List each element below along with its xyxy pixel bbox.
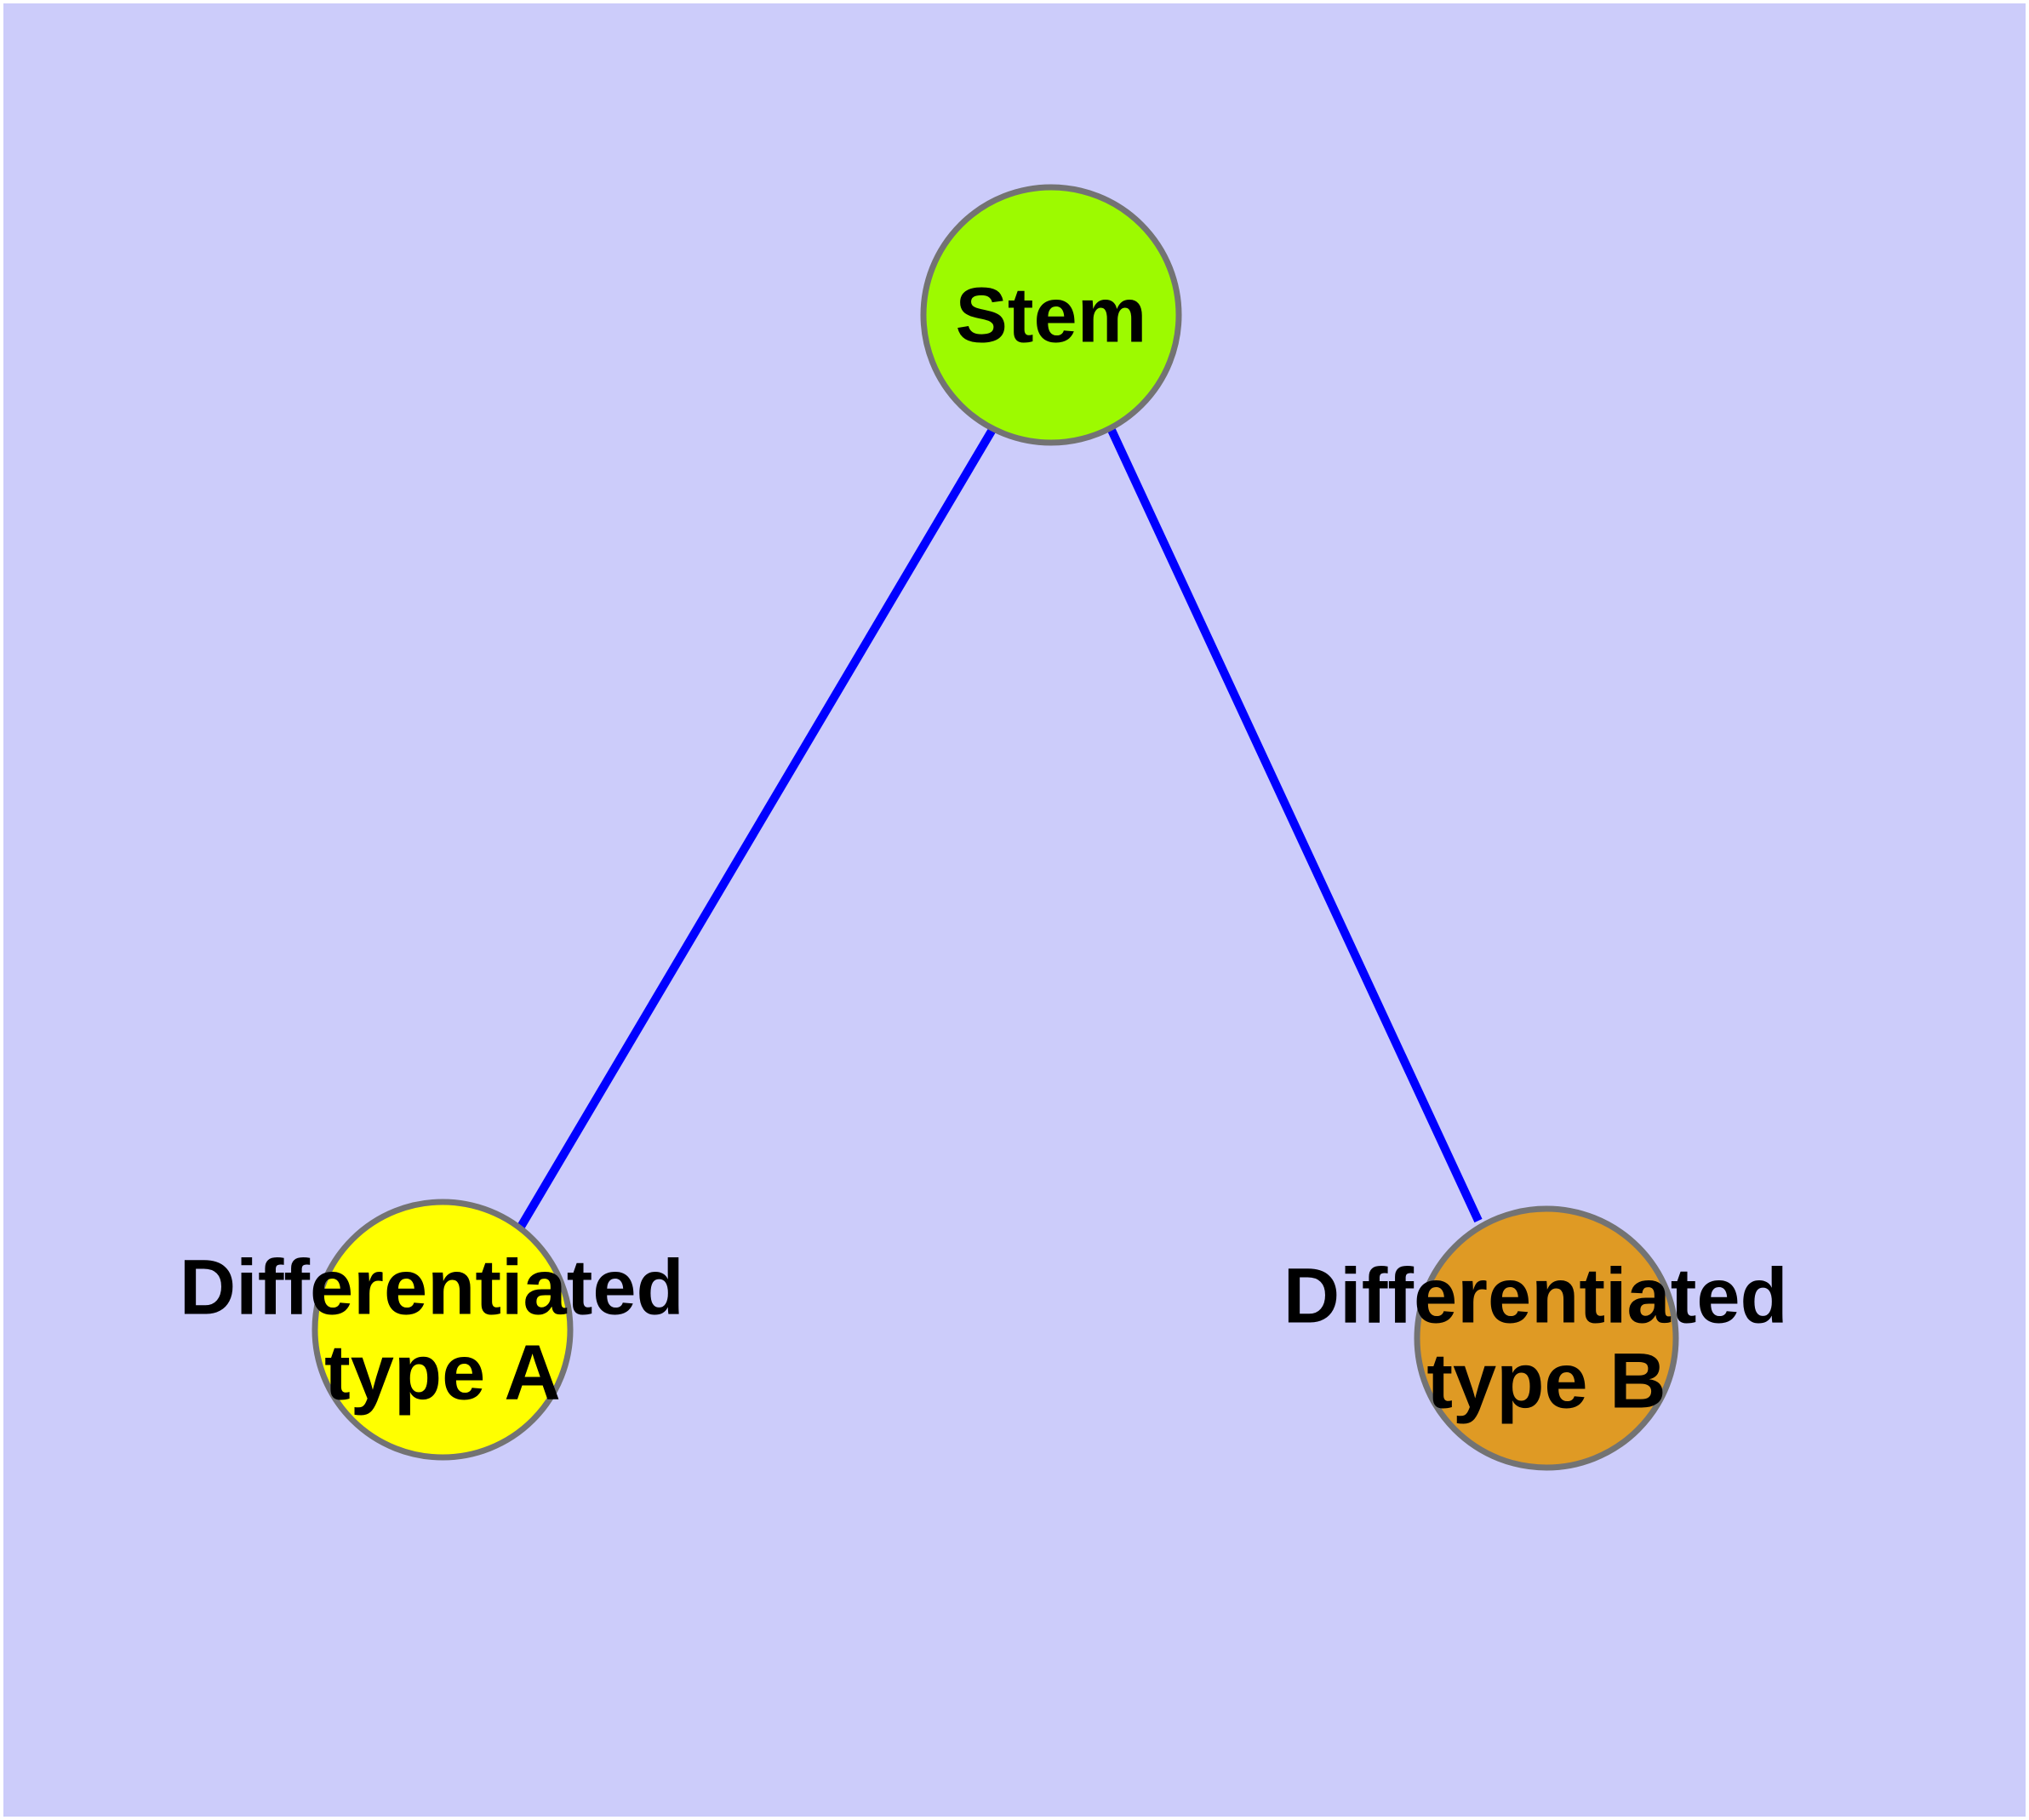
labels-group: Stem Differentiated type A Differentiate… xyxy=(180,272,1810,1424)
edge-stem-to-differentiated-type-a[interactable] xyxy=(517,426,997,1229)
edge-stem-to-differentiated-type-b[interactable] xyxy=(1106,426,1483,1223)
node-circle-differentiated-type-a[interactable] xyxy=(311,1199,574,1461)
node-circle-differentiated-type-b[interactable] xyxy=(1414,1205,1679,1471)
node-label-differentiated-type-b: Differentiated type B xyxy=(1283,1252,1810,1424)
nodes-group xyxy=(311,184,1679,1471)
node-label-differentiated-type-a: Differentiated type A xyxy=(180,1244,706,1416)
node-label-differentiated-type-a-line2: type A xyxy=(324,1329,561,1416)
node-label-differentiated-type-a-line1: Differentiated xyxy=(180,1244,684,1331)
edges-group xyxy=(517,426,1483,1229)
node-circle-stem[interactable] xyxy=(920,184,1182,446)
node-label-stem: Stem xyxy=(956,272,1147,358)
node-label-differentiated-type-b-line1: Differentiated xyxy=(1283,1252,1788,1339)
node-label-differentiated-type-b-line2: type B xyxy=(1426,1337,1666,1424)
node-label-stem-line1: Stem xyxy=(956,272,1147,358)
